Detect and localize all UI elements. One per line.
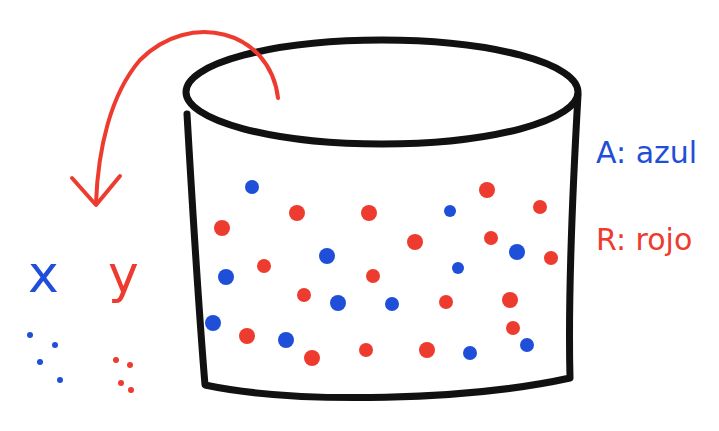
color-key-label: R: rojo — [596, 225, 692, 255]
red-dot — [439, 295, 453, 309]
red-dot — [128, 387, 134, 393]
blue-dot — [37, 359, 43, 365]
jar-body — [187, 95, 578, 398]
pour-arrow — [72, 32, 278, 205]
blue-dot — [319, 248, 335, 264]
blue-dot — [52, 342, 58, 348]
blue-dot — [27, 332, 33, 338]
blue-dot — [452, 262, 464, 274]
blue-dot — [205, 315, 221, 331]
red-dot — [484, 231, 498, 245]
blue-dot — [330, 295, 346, 311]
red-dot — [113, 357, 119, 363]
red-dot — [118, 380, 124, 386]
blue-dot — [444, 205, 456, 217]
blue-dot — [57, 377, 63, 383]
blue-dot — [385, 297, 399, 311]
red-dot — [297, 288, 311, 302]
red-dot — [289, 205, 305, 221]
red-dot — [361, 205, 377, 221]
red-dot — [214, 220, 230, 236]
red-dot — [127, 362, 133, 368]
jar-rim — [186, 40, 578, 144]
variable-label: y — [108, 248, 139, 300]
red-dot — [502, 292, 518, 308]
red-dot — [544, 251, 558, 265]
arrow-head — [72, 176, 120, 205]
red-dot — [407, 234, 423, 250]
marble-dots — [27, 180, 558, 393]
jar-outline — [186, 40, 578, 398]
blue-dot — [509, 244, 525, 260]
red-dot — [419, 342, 435, 358]
blue-dot — [218, 269, 234, 285]
red-dot — [304, 350, 320, 366]
red-dot — [533, 200, 547, 214]
red-dot — [239, 328, 255, 344]
blue-dot — [245, 180, 259, 194]
red-dot — [359, 343, 373, 357]
blue-dot — [278, 332, 294, 348]
arrow-curve — [96, 32, 278, 203]
red-dot — [506, 321, 520, 335]
red-dot — [366, 269, 380, 283]
red-dot — [479, 182, 495, 198]
variable-label: x — [28, 248, 59, 300]
color-key-label: A: azul — [596, 138, 697, 168]
blue-dot — [520, 338, 534, 352]
blue-dot — [463, 346, 477, 360]
red-dot — [257, 259, 271, 273]
